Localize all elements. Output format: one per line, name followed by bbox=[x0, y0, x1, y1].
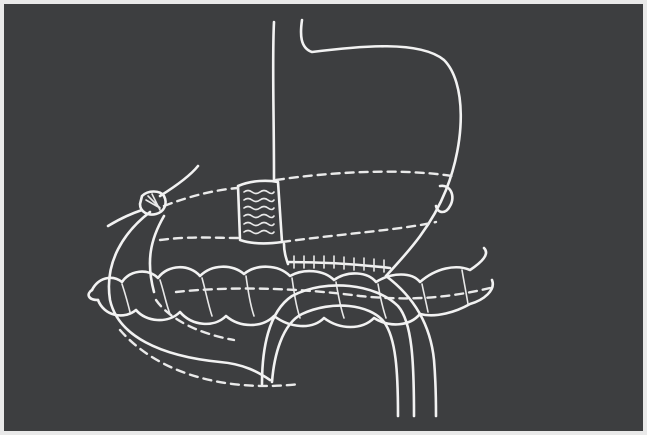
esophagus-left-wall bbox=[273, 22, 274, 180]
chalkboard-background bbox=[4, 4, 643, 431]
